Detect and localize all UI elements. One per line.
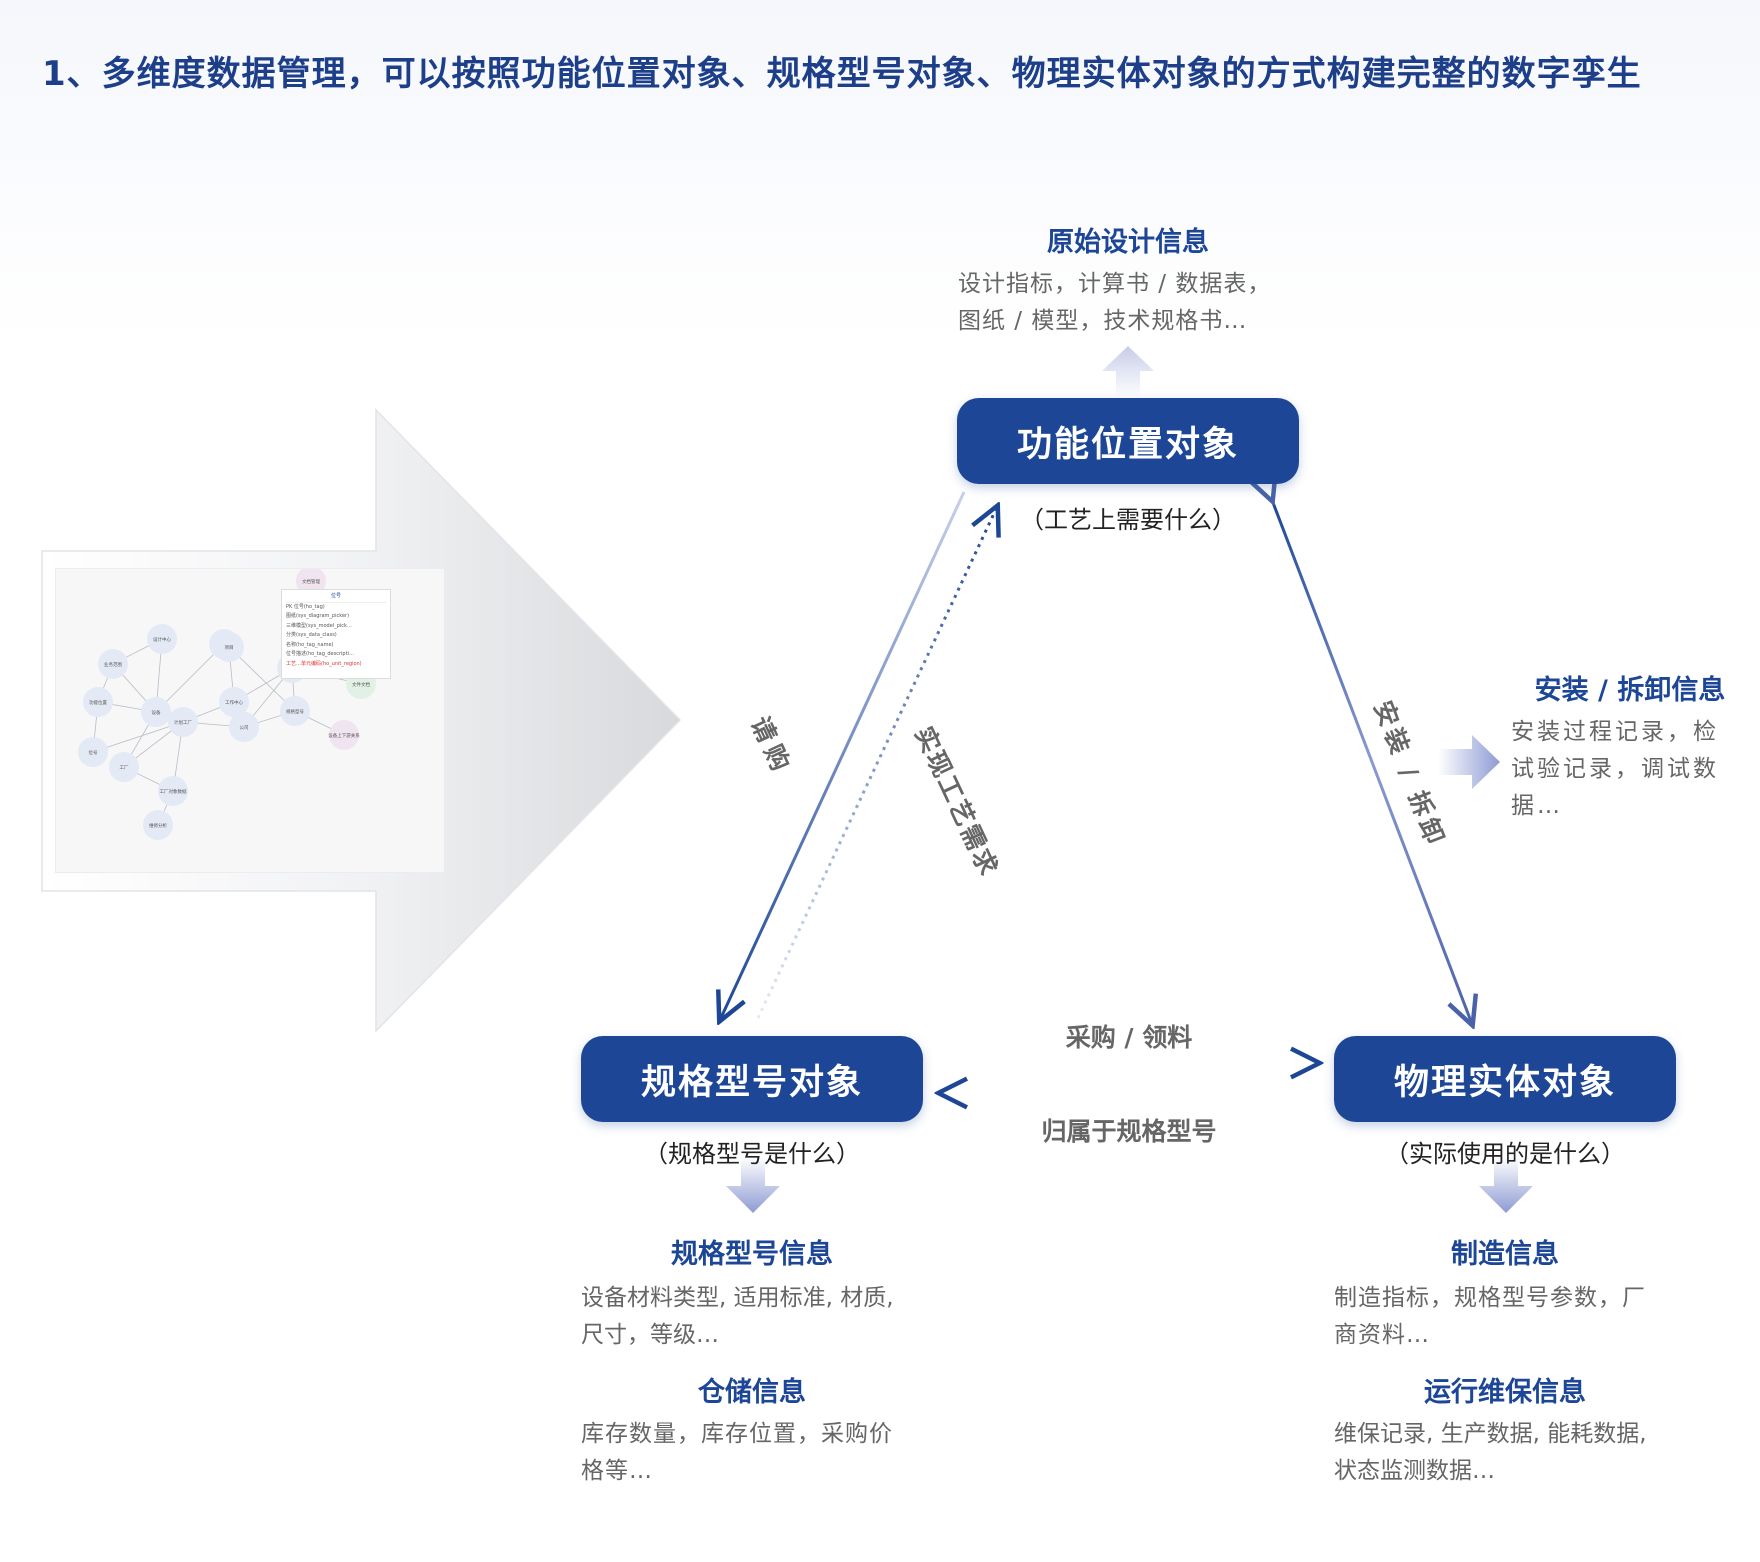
thumbnail-node	[296, 566, 326, 596]
info-operation-text: 维保记录, 生产数据, 能耗数据,状态监测数据…	[1334, 1421, 1647, 1484]
info-storage-title: 仓储信息	[698, 1377, 806, 1408]
popup-row: 位号描述(ho_tag_descripti…	[286, 651, 354, 657]
popup-row: 工艺…单元编码(ho_unit_region)	[286, 660, 362, 667]
edge-install-line	[1272, 500, 1472, 1024]
thumbnail-node-label: 位号	[89, 749, 98, 756]
thumbnail-node-label: 项目	[225, 645, 234, 651]
thumbnail-node-label: 文件文档	[352, 681, 370, 688]
down-block-arrow-spec	[726, 1157, 780, 1213]
info-spec-title: 规格型号信息	[671, 1239, 833, 1270]
info-design-title: 原始设计信息	[1047, 227, 1209, 258]
down-block-arrow-physical	[1479, 1157, 1533, 1213]
thumbnail-node-label: 公司	[240, 725, 249, 731]
node-physical-entity: 物理实体对象	[1334, 1036, 1676, 1122]
popup-row: PK 位号(ho_tag)	[286, 603, 325, 610]
thumbnail-node-label: 规格型号	[286, 708, 304, 715]
edge-purchase-line	[720, 491, 966, 1020]
thumbnail-link	[228, 646, 296, 712]
info-operation-title: 运行维保信息	[1424, 1377, 1586, 1408]
edge-realize-line	[756, 507, 997, 1019]
info-install-text: 安装过程记录，检试验记录，调试数据…	[1511, 719, 1719, 819]
thumbnail-node-label: 文档管理	[302, 578, 320, 585]
popup-title: 位号	[286, 592, 386, 603]
info-install-title: 安装 / 拆卸信息	[1534, 675, 1726, 706]
info-manufacture-text: 制造指标，规格型号参数，厂商资料…	[1334, 1285, 1646, 1348]
thumbnail-node	[141, 697, 171, 727]
thumbnail-node	[219, 687, 249, 717]
thumbnail-popup: 位号 PK 位号(ho_tag) 图纸(sys_diagram_picker) 三维…	[281, 589, 391, 679]
thumbnail-node-label: 工厂	[120, 765, 129, 771]
node-function-sub: （工艺上需要什么）	[1020, 506, 1236, 534]
popup-row: 图纸(sys_diagram_picker)	[286, 613, 350, 619]
thumbnail-node-label: 维修分析	[149, 822, 167, 829]
thumbnail-node	[83, 687, 113, 717]
thumbnail-node	[229, 712, 259, 742]
right-block-arrow	[1438, 735, 1500, 789]
thumbnail-node	[143, 810, 173, 840]
thumbnail-node-label: 设备	[152, 709, 161, 716]
popup-row: 名称(ho_tag_name)	[286, 641, 334, 648]
node-spec-model: 规格型号对象	[581, 1036, 923, 1122]
thumbnail-node-label: 设备上下游关系	[328, 732, 360, 739]
info-design-text: 设计指标，计算书 / 数据表，图纸 / 模型，技术规格书…	[958, 271, 1272, 334]
thumbnail-link	[155, 643, 225, 713]
thumbnail-node-label: 功能位置	[89, 699, 107, 706]
info-storage-text: 库存数量，库存位置，采购价格等…	[581, 1421, 893, 1484]
thumbnail-node-label: 设计中心	[153, 636, 171, 643]
popup-row: 三维模型(sys_model_pick…	[286, 622, 352, 629]
popup-row: 分类(sys_data_class)	[286, 632, 337, 638]
thumbnail-node	[109, 752, 139, 782]
page-title: 1、多维度数据管理，可以按照功能位置对象、规格型号对象、物理实体对象的方式构建完…	[42, 54, 1642, 94]
thumbnail-node	[168, 707, 198, 737]
thumbnail-graph: 设计中心业务范围合作伙伴功能位置设备计划工厂工作中心位号工厂分类项目公司规格型号…	[78, 566, 380, 840]
thumbnail-node-label: 工厂对象数据	[160, 788, 187, 795]
edge-label-buy-collect: 采购 / 领料	[1065, 1023, 1193, 1052]
node-function-position: 功能位置对象	[957, 398, 1299, 484]
thumbnail-node	[147, 624, 177, 654]
thumbnail-node	[158, 776, 188, 806]
node-physical-sub: （实际使用的是什么）	[1385, 1140, 1625, 1168]
thumbnail-node-label: 计划工厂	[174, 719, 192, 726]
edge-label-belongs: 归属于规格型号	[1041, 1117, 1217, 1146]
thumbnail-node	[280, 696, 310, 726]
info-spec-text: 设备材料类型, 适用标准, 材质,尺寸，等级…	[581, 1285, 894, 1348]
thumbnail-node	[98, 649, 128, 679]
node-spec-sub: （规格型号是什么）	[644, 1140, 860, 1168]
thumbnail-node	[329, 720, 359, 750]
info-manufacture-title: 制造信息	[1451, 1239, 1559, 1270]
up-block-arrow	[1102, 346, 1154, 398]
thumbnail-panel: 设计中心业务范围合作伙伴功能位置设备计划工厂工作中心位号工厂分类项目公司规格型号…	[55, 566, 445, 873]
thumbnail-node-label: 工作中心	[225, 699, 243, 706]
thumbnail-node-label: 业务范围	[104, 661, 122, 668]
thumbnail-node	[78, 737, 108, 767]
thumbnail-link	[92, 721, 184, 753]
thumbnail-node	[214, 632, 244, 662]
